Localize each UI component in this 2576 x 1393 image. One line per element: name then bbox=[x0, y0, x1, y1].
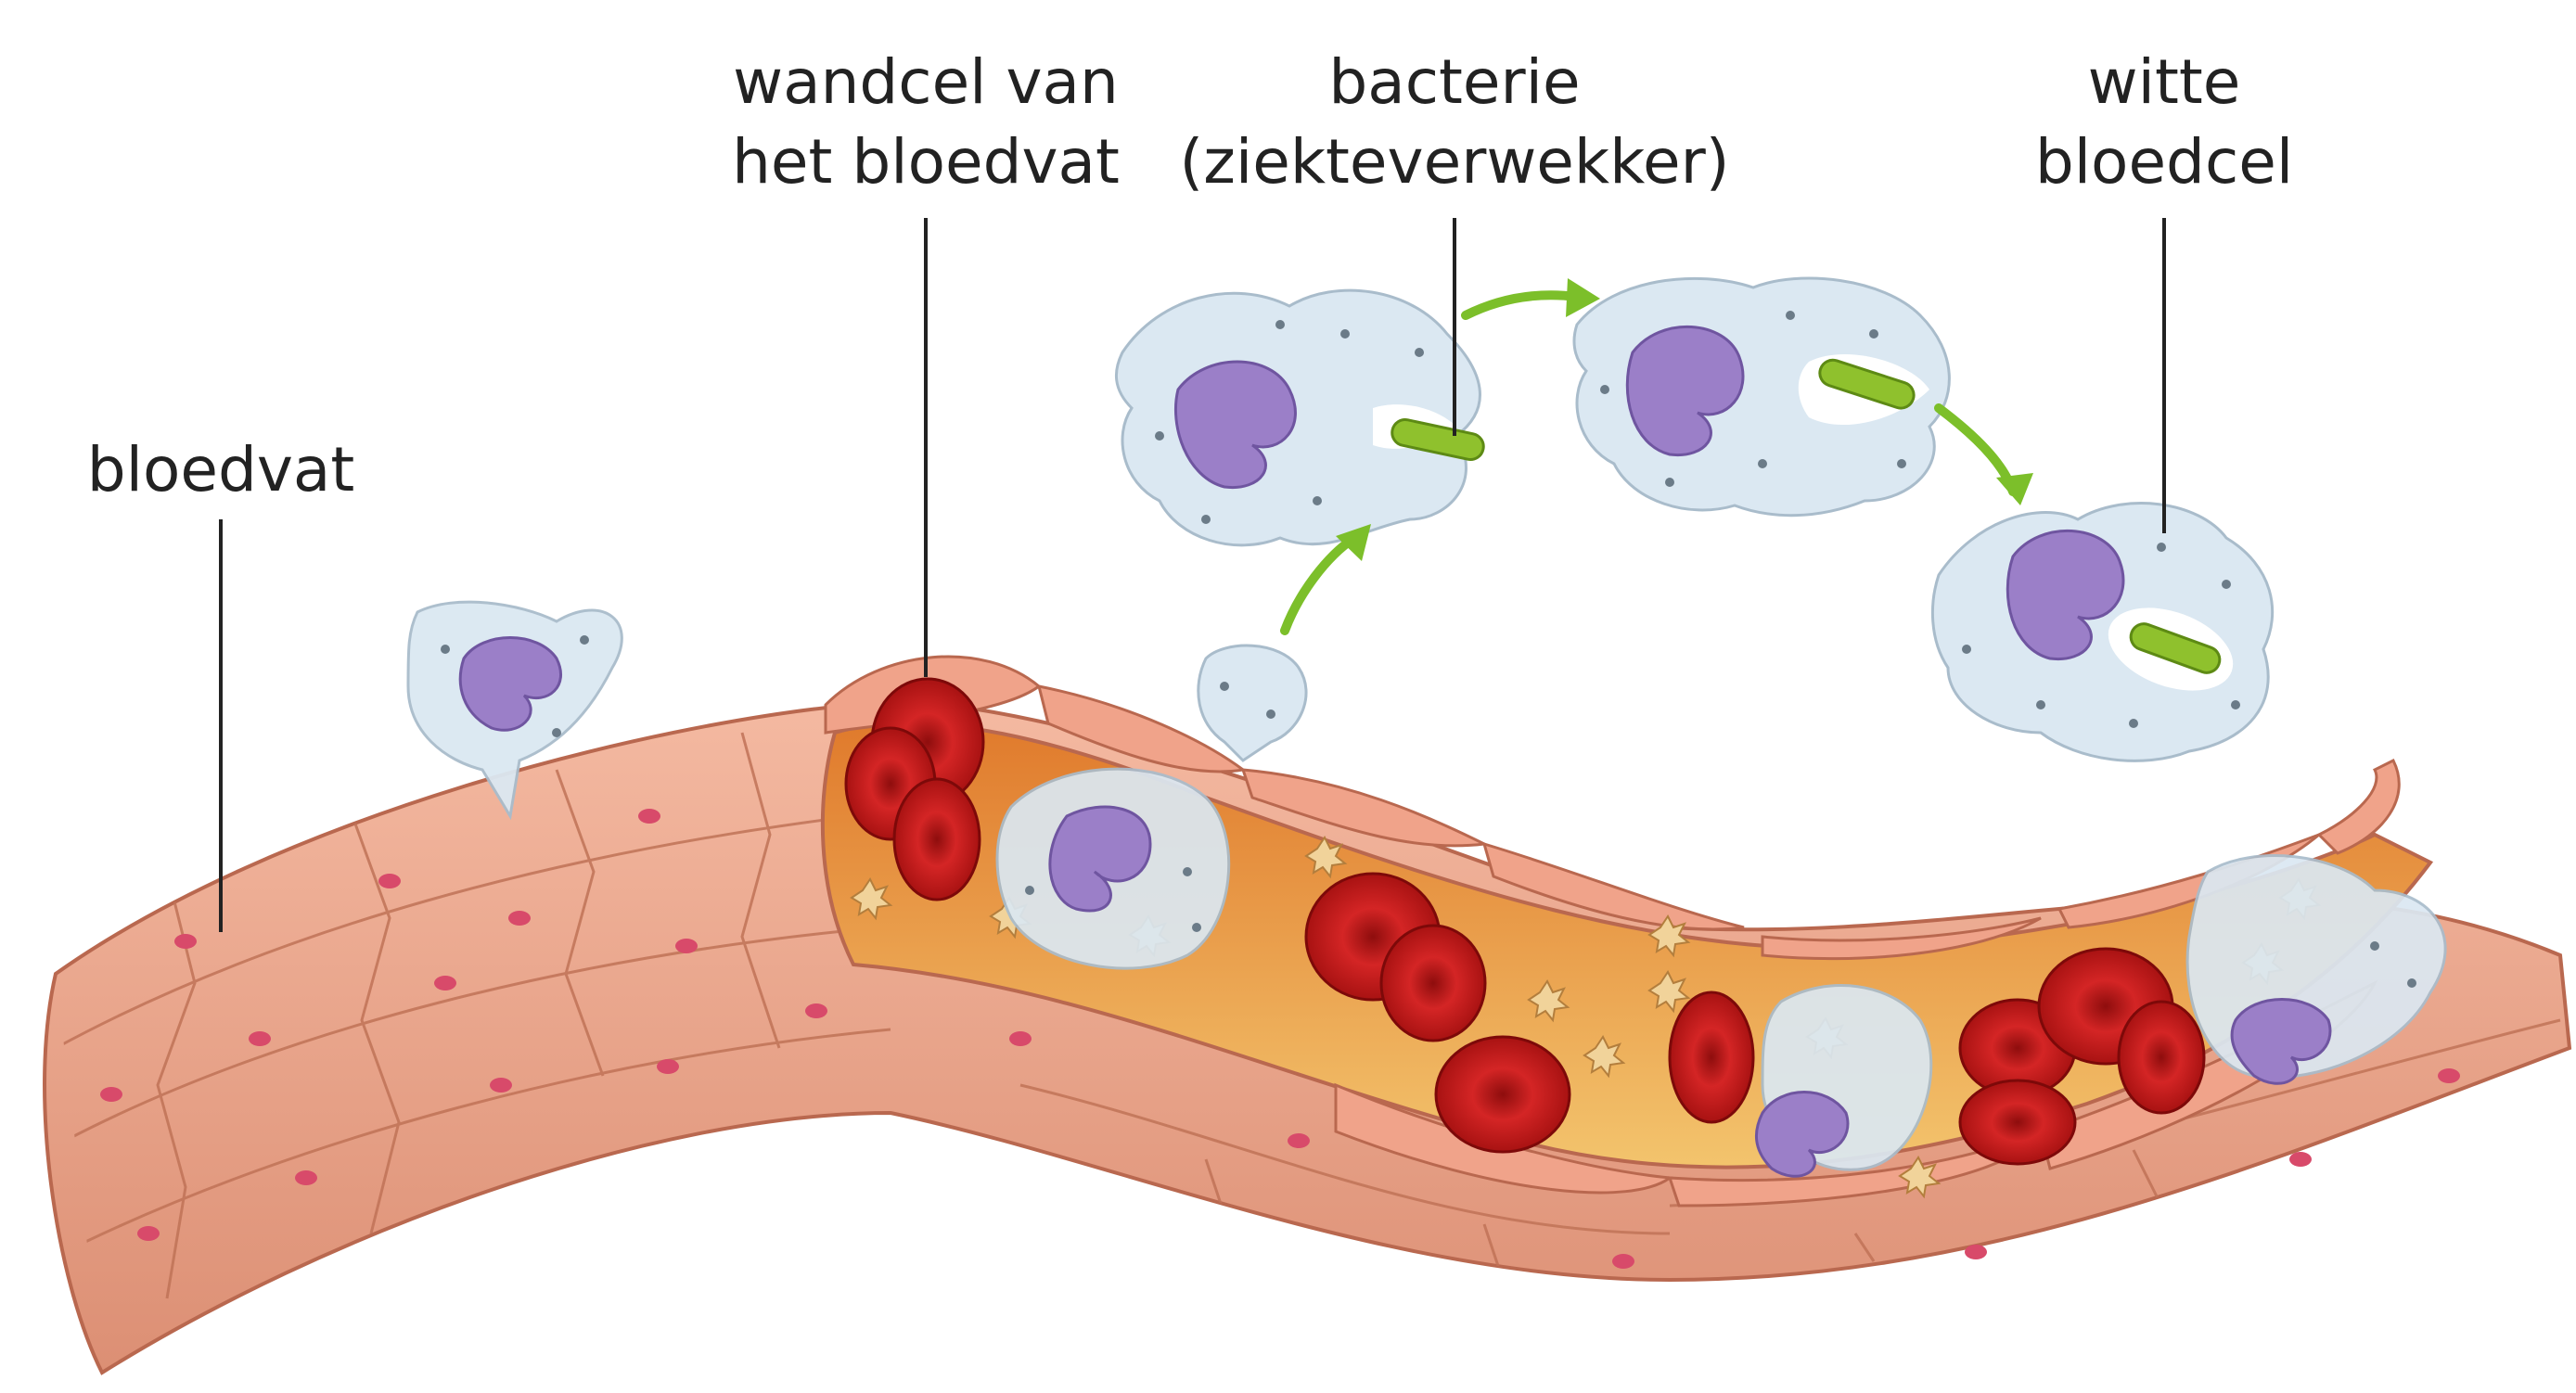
white-blood-cell-emerging bbox=[1198, 645, 1306, 760]
red-blood-cell bbox=[1381, 926, 1485, 1041]
label-bacterie: bacterie (ziekteverwekker) bbox=[1167, 43, 1742, 202]
label-wandcel-line2: het bloedvat bbox=[712, 122, 1139, 202]
label-wandcel: wandcel van het bloedvat bbox=[712, 43, 1139, 202]
white-blood-cell-approaching bbox=[1116, 290, 1480, 545]
white-blood-cell bbox=[997, 769, 1229, 968]
red-blood-cell bbox=[1670, 992, 1753, 1122]
red-blood-cell bbox=[1960, 1080, 2075, 1164]
label-bacterie-line2: (ziekteverwekker) bbox=[1167, 122, 1742, 202]
label-wandcel-line1: wandcel van bbox=[712, 43, 1139, 122]
red-blood-cell bbox=[2119, 1002, 2204, 1113]
arrow-right bbox=[1466, 295, 1577, 315]
red-blood-cell bbox=[1436, 1037, 1570, 1152]
label-bacterie-line1: bacterie bbox=[1167, 43, 1742, 122]
label-witte-line1: witte bbox=[2002, 43, 2326, 122]
label-witte-line2: bloedcel bbox=[2002, 122, 2326, 202]
label-bloedvat-text: bloedvat bbox=[72, 430, 369, 510]
arrow-up bbox=[1285, 538, 1354, 631]
red-blood-cell bbox=[894, 779, 980, 900]
label-bloedvat: bloedvat bbox=[72, 430, 369, 510]
white-blood-cell-engulfed bbox=[1932, 504, 2272, 761]
label-witte-bloedcel: witte bloedcel bbox=[2002, 43, 2326, 202]
